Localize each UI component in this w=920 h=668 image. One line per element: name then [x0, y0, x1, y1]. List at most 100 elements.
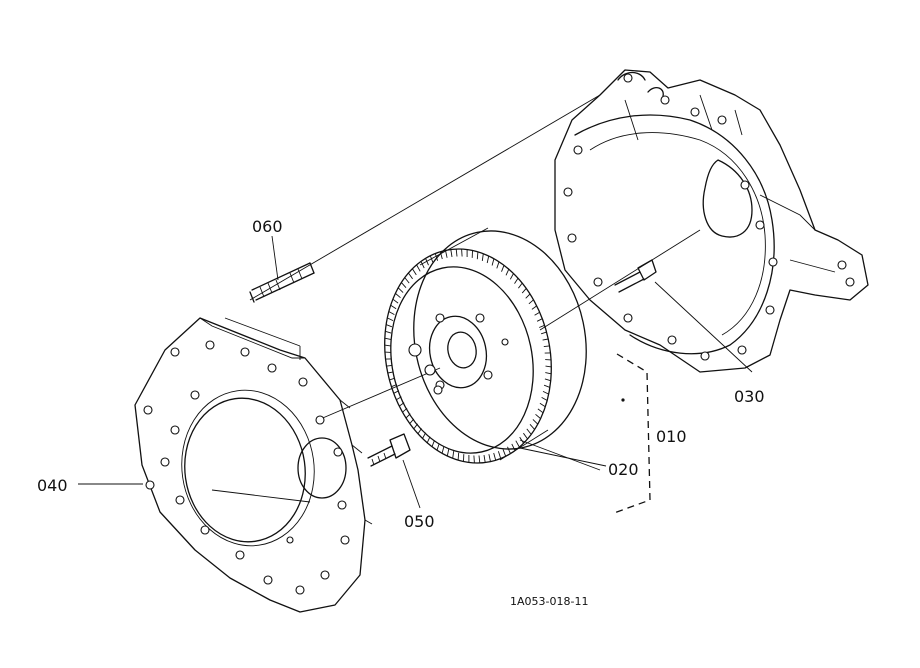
gear-tooth — [387, 317, 394, 322]
gear-tooth — [420, 261, 425, 269]
gear-tooth — [396, 396, 402, 401]
gear-tooth — [481, 253, 484, 261]
gear-tooth — [385, 330, 392, 334]
gear-tooth — [515, 440, 520, 448]
gear-tooth — [486, 255, 490, 264]
gear-tooth — [441, 446, 445, 454]
gear-tooth — [402, 407, 408, 413]
gear-tooth — [491, 258, 495, 266]
gear-tooth — [488, 454, 491, 462]
label-020: 020 — [608, 460, 639, 479]
ring-gear-teeth — [384, 248, 552, 464]
label-050: 050 — [404, 512, 435, 531]
gear-tooth — [529, 423, 535, 430]
gear-tooth — [412, 268, 417, 276]
gear-tooth — [525, 293, 531, 299]
gear-tooth — [514, 277, 519, 284]
gear-tooth — [389, 377, 396, 381]
gear-tooth — [457, 452, 460, 461]
gear-tooth — [542, 390, 549, 395]
gear-tooth — [417, 428, 422, 435]
gear-tooth — [384, 344, 391, 347]
label-040: 040 — [37, 476, 68, 495]
gear-tooth — [473, 455, 475, 463]
gear-tooth — [392, 298, 399, 304]
gear-tooth — [511, 443, 516, 451]
gear-tooth — [386, 364, 393, 367]
gear-tooth — [519, 436, 524, 444]
label-060: 060 — [252, 217, 283, 236]
flywheel — [384, 227, 625, 464]
gear-tooth — [476, 251, 479, 260]
gear-tooth — [461, 249, 463, 257]
drawing-code: 1A053-018-11 — [510, 595, 588, 608]
gear-tooth — [502, 449, 507, 457]
gear-tooth — [526, 428, 532, 435]
gear-tooth — [425, 258, 429, 266]
gear-tooth — [416, 264, 421, 272]
gear-tooth — [521, 288, 527, 294]
gear-tooth — [413, 423, 418, 430]
gear-tooth — [523, 432, 528, 440]
gear-tooth — [537, 408, 544, 414]
gear-tooth — [409, 418, 415, 424]
gear-tooth — [405, 413, 411, 419]
gear-tooth — [532, 419, 539, 425]
gear-tooth — [497, 451, 502, 459]
gear-tooth — [431, 440, 435, 447]
gear-tooth — [387, 371, 394, 374]
gear-tooth — [539, 324, 545, 328]
stud-060 — [249, 262, 315, 303]
gear-tooth — [401, 282, 407, 289]
gear-tooth — [434, 253, 439, 261]
gear-tooth — [539, 402, 546, 408]
gear-tooth — [439, 251, 443, 260]
gear-tooth — [408, 272, 413, 280]
gear-tooth — [395, 293, 401, 299]
gear-tooth — [518, 282, 523, 289]
gear-tooth — [543, 345, 550, 348]
gear-tooth — [542, 338, 549, 341]
gear-tooth — [455, 248, 458, 257]
gear-tooth — [535, 413, 541, 419]
gear-tooth — [483, 455, 486, 463]
gear-tooth — [544, 378, 551, 382]
gear-tooth — [390, 304, 397, 310]
gear-tooth — [445, 250, 448, 258]
gear-tooth — [426, 436, 431, 443]
gear-tooth — [450, 249, 453, 257]
gear-tooth — [429, 255, 434, 263]
gear-tooth — [399, 402, 405, 407]
label-030: 030 — [734, 387, 765, 406]
gear-tooth — [501, 265, 505, 272]
gear-tooth — [536, 318, 543, 322]
gear-tooth — [531, 305, 537, 310]
assembly-lines — [211, 94, 701, 503]
gear-tooth — [545, 372, 552, 375]
gear-tooth — [404, 277, 410, 284]
gear-tooth — [388, 311, 395, 315]
gear-tooth — [478, 455, 481, 464]
gear-tooth — [509, 273, 514, 280]
gear-tooth — [446, 448, 450, 457]
gear-tooth — [534, 311, 540, 316]
gear-tooth — [493, 452, 497, 461]
gear-tooth — [545, 365, 552, 368]
gear-tooth — [452, 451, 455, 459]
flywheel-housing — [554, 69, 869, 373]
gear-tooth — [540, 331, 547, 335]
gear-tooth — [384, 337, 391, 340]
gear-tooth — [543, 384, 551, 388]
bolt-050 — [367, 433, 411, 467]
gear-tooth — [528, 299, 534, 305]
adapter-plate — [134, 317, 373, 613]
gear-tooth — [393, 390, 400, 394]
gear-tooth — [541, 397, 548, 401]
gear-tooth — [422, 432, 427, 439]
label-010: 010 — [656, 427, 687, 446]
gear-tooth — [436, 443, 440, 451]
gear-tooth — [391, 384, 397, 388]
leader-lines — [78, 235, 753, 514]
gear-tooth — [505, 269, 510, 276]
